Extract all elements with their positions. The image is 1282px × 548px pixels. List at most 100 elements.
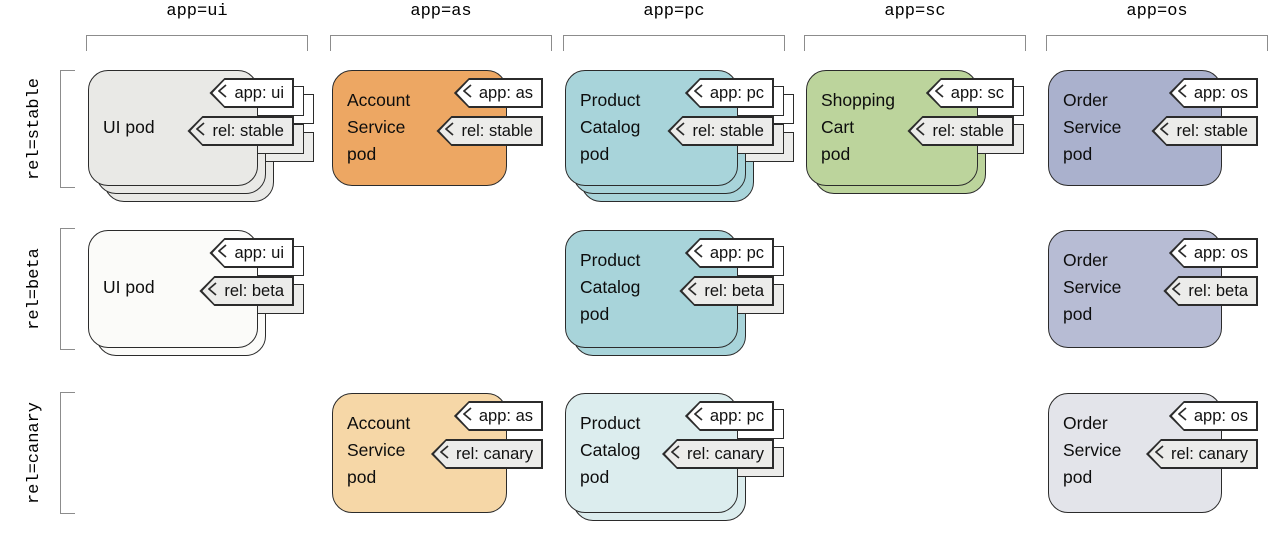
- rel-label-tag-text: rel: beta: [704, 281, 764, 300]
- pod-name-line: pod: [580, 304, 610, 324]
- tag-chevron-icon: [676, 121, 686, 141]
- tag-chevron-icon: [916, 121, 926, 141]
- row-bracket: [60, 392, 75, 514]
- rel-label-tag: rel: canary: [661, 439, 774, 469]
- column-header-app-sc: app=sc: [884, 2, 946, 21]
- rel-label-tag: rel: canary: [430, 439, 543, 469]
- tag-chevron-icon: [462, 83, 472, 103]
- tag-chevron-icon: [208, 281, 217, 301]
- app-label-tag: app: sc: [925, 78, 1014, 108]
- pod-name-line: Service: [1063, 277, 1122, 297]
- pod-name-line: pod: [347, 467, 377, 487]
- rel-label-tag: rel: stable: [667, 116, 774, 146]
- pod-name-line: Shopping: [821, 90, 895, 110]
- app-label-tag-text: app: ui: [234, 243, 284, 262]
- tag-chevron-icon: [196, 121, 206, 141]
- column-bracket: [86, 35, 308, 51]
- column-bracket: [1046, 35, 1268, 51]
- column-header-app-pc: app=pc: [643, 2, 705, 21]
- app-label-tag: app: ui: [209, 78, 294, 108]
- app-label-tag-text: app: as: [478, 83, 533, 102]
- tag-chevron-icon: [1160, 121, 1170, 141]
- tag-chevron-icon: [439, 444, 449, 464]
- rel-label-tag-text: rel: stable: [461, 121, 533, 140]
- tag-chevron-icon: [1177, 83, 1187, 103]
- pod-name-line: Cart: [821, 117, 855, 137]
- app-label-tag: app: ui: [209, 238, 294, 268]
- tag-chevron-icon: [462, 406, 472, 426]
- pod-name-line: pod: [1063, 304, 1093, 324]
- tag-chevron-icon: [1172, 281, 1181, 301]
- app-label-tag: app: as: [453, 401, 543, 431]
- pod-name-line: Catalog: [580, 440, 641, 460]
- pod-name-line: Product: [580, 413, 641, 433]
- row-header-rel-canary: rel=canary: [24, 401, 44, 505]
- pod-name-line: Order: [1063, 250, 1108, 270]
- app-label-tag: app: os: [1168, 238, 1258, 268]
- pod-name-line: Product: [580, 250, 641, 270]
- column-header-app-ui: app=ui: [166, 2, 228, 21]
- rel-label-tag: rel: beta: [679, 276, 774, 306]
- pod-name-line: Service: [347, 117, 406, 137]
- pod-name-line: pod: [1063, 144, 1093, 164]
- app-label-tag-text: app: pc: [709, 243, 764, 262]
- row-header-rel-beta: rel=beta: [24, 248, 44, 330]
- tag-chevron-icon: [693, 406, 703, 426]
- app-label-tag-text: app: os: [1193, 406, 1248, 425]
- rel-label-tag: rel: stable: [1151, 116, 1258, 146]
- pod-name-line: Order: [1063, 413, 1108, 433]
- column-bracket: [330, 35, 552, 51]
- pod-name-line: pod: [347, 144, 377, 164]
- pod-name-line: pod: [821, 144, 851, 164]
- tag-chevron-icon: [218, 243, 228, 263]
- pod-name-line: Catalog: [580, 277, 641, 297]
- column-header-app-as: app=as: [410, 2, 472, 21]
- rel-label-tag-text: rel: stable: [1176, 121, 1248, 140]
- app-label-tag-text: app: pc: [709, 406, 764, 425]
- app-label-tag: app: pc: [684, 401, 774, 431]
- column-bracket: [804, 35, 1026, 51]
- pod-name-line: Product: [580, 90, 641, 110]
- column-header-app-os: app=os: [1126, 2, 1188, 21]
- tag-chevron-icon: [1177, 243, 1187, 263]
- pod-name-line: Service: [1063, 440, 1122, 460]
- rel-label-tag-text: rel: stable: [932, 121, 1004, 140]
- pod-name-line: Service: [347, 440, 406, 460]
- pod-name-line: pod: [1063, 467, 1093, 487]
- rel-label-tag-text: rel: canary: [686, 444, 764, 463]
- rel-label-tag-text: rel: stable: [692, 121, 764, 140]
- rel-label-tag-text: rel: beta: [1188, 281, 1248, 300]
- app-label-tag-text: app: ui: [234, 83, 284, 102]
- rel-label-tag-text: rel: beta: [224, 281, 284, 300]
- app-label-tag: app: as: [453, 78, 543, 108]
- rel-label-tag: rel: beta: [199, 276, 294, 306]
- tag-chevron-icon: [688, 281, 697, 301]
- rel-label-tag-text: rel: canary: [1170, 444, 1248, 463]
- app-label-tag-text: app: sc: [950, 83, 1004, 102]
- tag-chevron-icon: [218, 83, 228, 103]
- pod-name-line: UI pod: [103, 277, 155, 297]
- tag-chevron-icon: [934, 83, 944, 103]
- tag-chevron-icon: [693, 243, 703, 263]
- rel-label-tag: rel: beta: [1163, 276, 1258, 306]
- tag-chevron-icon: [1177, 406, 1187, 426]
- app-label-tag-text: app: os: [1193, 83, 1248, 102]
- pod-name: UI pod: [103, 274, 155, 301]
- pod-name-line: pod: [580, 467, 610, 487]
- tag-chevron-icon: [445, 121, 455, 141]
